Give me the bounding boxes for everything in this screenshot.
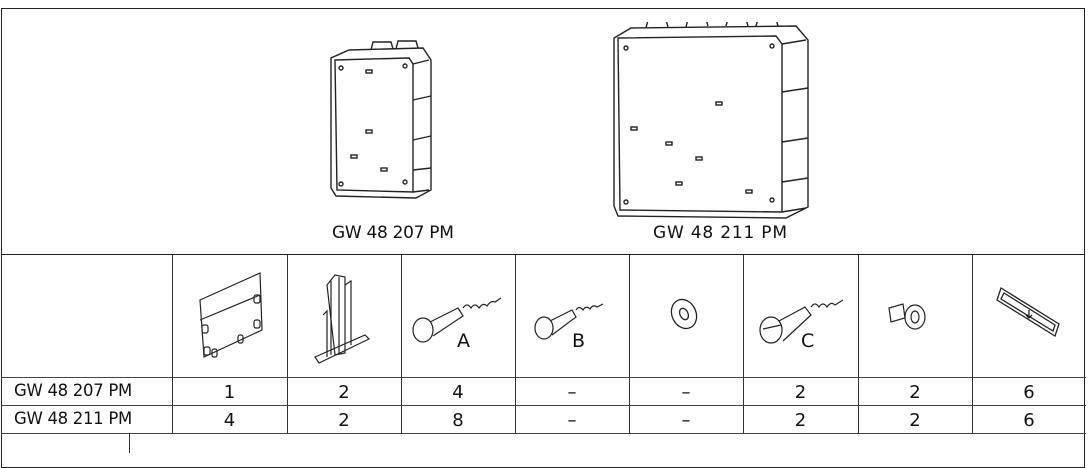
column-divider <box>172 255 174 433</box>
product-illustration-area: GW 48 207 PM GW 48 211 PM <box>1 8 1085 255</box>
box-207-illustration <box>330 40 432 199</box>
box-211-illustration <box>613 22 809 219</box>
column-divider <box>129 433 131 453</box>
separator-bracket-icon <box>314 274 371 364</box>
cover-plate-icon <box>199 272 263 358</box>
column-divider <box>629 255 631 433</box>
column-divider <box>972 255 974 433</box>
quantity-cell: 2 <box>909 381 921 403</box>
product-label-207: GW 48 207 PM <box>332 223 454 243</box>
washer-icon <box>670 298 698 330</box>
quantity-cell: – <box>681 409 691 431</box>
quantity-cell: 2 <box>794 381 807 403</box>
row-label: GW 48 207 PM <box>14 381 132 400</box>
quantity-cell: 1 <box>223 381 236 403</box>
column-divider <box>515 255 517 433</box>
quantity-cell: 4 <box>452 381 464 403</box>
quantity-cell: 8 <box>452 409 464 431</box>
quantity-cell: 6 <box>1023 409 1035 431</box>
slotted-screw-icon <box>759 299 844 344</box>
quantity-cell: 2 <box>338 409 350 431</box>
screw-icon <box>412 297 502 343</box>
column-divider <box>287 255 289 433</box>
column-divider <box>401 255 403 433</box>
quantity-cell: 2 <box>909 409 921 431</box>
quantity-cell: 2 <box>794 409 807 431</box>
column-divider <box>743 255 745 433</box>
table-divider <box>1 377 1086 379</box>
component-letter-c: C <box>801 330 815 352</box>
column-divider <box>858 255 860 433</box>
component-letter-b: B <box>572 330 586 352</box>
quantity-cell: 2 <box>338 381 350 403</box>
table-divider <box>1 433 1086 435</box>
screw-small-icon <box>534 303 604 340</box>
quantity-cell: 4 <box>223 409 236 431</box>
label-frame-icon <box>996 287 1060 337</box>
quantity-cell: – <box>567 409 577 431</box>
quantity-cell: – <box>681 381 691 403</box>
quantity-cell: 6 <box>1023 381 1035 403</box>
row-label: GW 48 211 PM <box>14 409 132 428</box>
component-letter-a: A <box>457 330 470 352</box>
quantity-cell: – <box>567 381 577 403</box>
table-divider <box>1 405 1086 407</box>
clip-ring-icon <box>888 303 926 330</box>
product-label-211: GW 48 211 PM <box>653 223 788 243</box>
